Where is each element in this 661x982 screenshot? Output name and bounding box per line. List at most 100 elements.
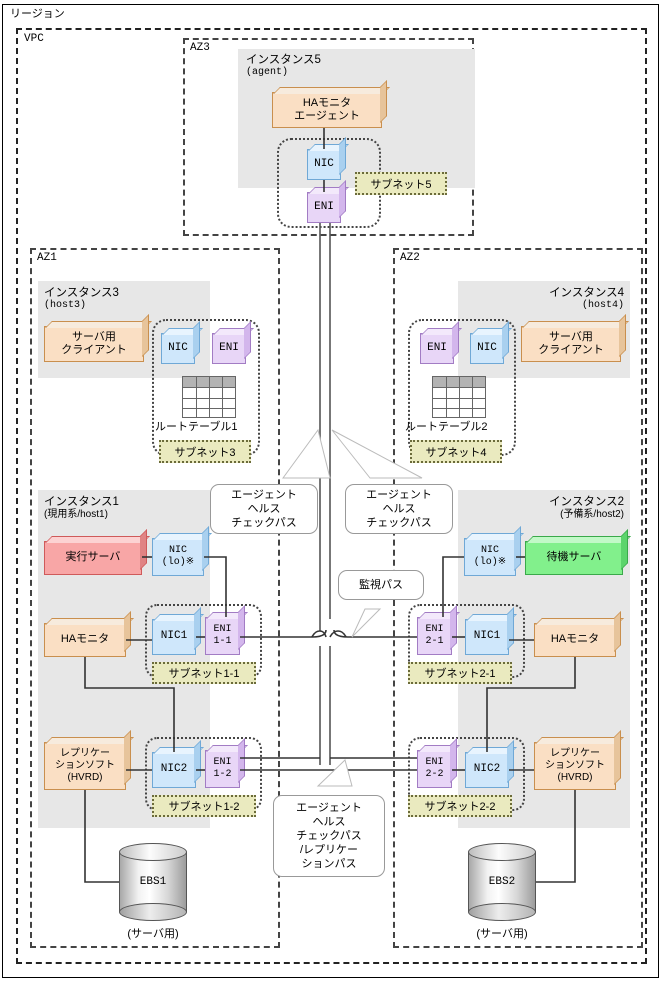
eni-1-1-label: ENI 1-1 [213, 624, 232, 647]
region-boundary [2, 4, 659, 978]
az3-eni-box: ENI [307, 180, 349, 223]
ha-monitor-agent-label: HAモニタ エージェント [294, 96, 360, 122]
instance5-name: インスタンス5 [246, 54, 321, 66]
az3-nic-box: NIC [307, 137, 349, 180]
subnet1-2-label: サブネット1-2 [168, 801, 240, 813]
instance3-nic-label: NIC [168, 341, 188, 354]
instance1-host: (現用系/host1) [44, 509, 108, 521]
subnet2-2-label: サブネット2-2 [424, 801, 496, 813]
instance1-nic2-box: NIC2 [152, 740, 204, 788]
instance2-ha-monitor-box: HAモニタ [534, 611, 624, 657]
instance1-replication-label: レプリケー ションソフト (HVRD) [55, 748, 115, 783]
subnet2-1-tag: サブネット2-1 [408, 662, 512, 684]
instance2-nic-lo-label: NIC (lo)※ [473, 545, 507, 568]
callout-agent-health-right: エージェント ヘルス チェックパス [345, 484, 453, 534]
instance1-nic-lo-label: NIC (lo)※ [161, 545, 195, 568]
instance5-host: (agent) [246, 67, 289, 79]
ha-monitor-agent-box: HAモニタ エージェント [272, 80, 390, 128]
ebs2-label: EBS2 [488, 876, 516, 888]
instance2-replication-box: レプリケー ションソフト (HVRD) [534, 730, 624, 790]
route-table2-label: ルートテーブル2 [405, 421, 488, 433]
subnet1-1-label: サブネット1-1 [168, 668, 240, 680]
standby-server-box: 待機サーバ [525, 529, 631, 575]
instance2-nic1-box: NIC1 [465, 607, 517, 655]
instance3-name: インスタンス3 [44, 287, 119, 299]
instance4-nic-label: NIC [477, 341, 497, 354]
instance1-ha-monitor-box: HAモニタ [44, 611, 134, 657]
subnet5-label: サブネット5 [370, 178, 432, 191]
eni-2-2-label: ENI 2-2 [425, 757, 444, 780]
az3-eni-label: ENI [314, 200, 334, 213]
instance1-ha-monitor-label: HAモニタ [60, 633, 110, 646]
subnet3-tag: サブネット3 [159, 440, 251, 463]
instance2-nic2-box: NIC2 [465, 740, 517, 788]
exec-server-label: 実行サーバ [65, 551, 121, 564]
callout-agent-health-right-label: エージェント ヘルス チェックパス [366, 488, 432, 530]
callout-monitor-path-label: 監視パス [359, 578, 403, 591]
callout-monitor-path: 監視パス [338, 570, 424, 600]
ebs1-caption: (サーバ用) [127, 928, 179, 940]
az1-boundary [30, 248, 280, 948]
instance4-nic-box: NIC [470, 321, 512, 364]
instance1-nic-lo-box: NIC (lo)※ [152, 526, 212, 576]
instance1-nic1-box: NIC1 [152, 607, 204, 655]
instance4-host: (host4) [581, 300, 624, 312]
eni-1-1-box: ENI 1-1 [205, 605, 248, 655]
subnet1-2-tag: サブネット1-2 [152, 795, 256, 817]
instance3-title: インスタンス3 (host3) [44, 286, 119, 313]
instance4-name: インスタンス4 [549, 287, 624, 299]
eni-2-1-label: ENI 2-1 [425, 624, 444, 647]
az3-label: AZ3 [190, 42, 210, 54]
instance3-client-box: サーバ用 クライアント [44, 314, 152, 362]
instance5-title: インスタンス5 (agent) [246, 53, 321, 80]
route-table1-label: ルートテーブル1 [155, 421, 238, 433]
ebs2-caption: (サーバ用) [476, 928, 528, 940]
instance2-ha-monitor-label: HAモニタ [550, 633, 600, 646]
subnet5-tag: サブネット5 [355, 172, 447, 195]
instance4-client-box: サーバ用 クライアント [521, 314, 629, 362]
instance2-nic1-label: NIC1 [473, 630, 501, 643]
instance4-eni-label: ENI [427, 341, 447, 354]
instance4-eni-box: ENI [420, 321, 462, 364]
instance1-title: インスタンス1 (現用系/host1) [44, 495, 119, 522]
ebs2-cylinder: EBS2 [468, 843, 536, 921]
instance4-client-label: サーバ用 クライアント [538, 330, 604, 356]
instance2-name: インスタンス2 [549, 496, 624, 508]
instance1-nic1-label: NIC1 [160, 630, 188, 643]
callout-agent-health-left-label: エージェント ヘルス チェックパス [231, 488, 297, 530]
vpc-label: VPC [24, 33, 44, 45]
callout-agent-health-replication: エージェント ヘルス チェックパス /レプリケー ションパス [273, 795, 385, 877]
subnet1-1-tag: サブネット1-1 [152, 662, 256, 684]
az1-label: AZ1 [37, 252, 57, 264]
route-table2 [432, 376, 486, 418]
instance2-replication-label: レプリケー ションソフト (HVRD) [545, 748, 605, 783]
subnet2-2-tag: サブネット2-2 [408, 795, 512, 817]
az2-label: AZ2 [400, 252, 420, 264]
instance3-eni-box: ENI [212, 321, 254, 364]
ebs1-cylinder: EBS1 [119, 843, 187, 921]
instance1-replication-box: レプリケー ションソフト (HVRD) [44, 730, 134, 790]
instance2-nic-lo-box: NIC (lo)※ [464, 526, 524, 576]
exec-server-box: 実行サーバ [44, 529, 150, 575]
callout-agent-health-replication-label: エージェント ヘルス チェックパス /レプリケー ションパス [296, 801, 362, 871]
eni-1-2-label: ENI 1-2 [213, 757, 232, 780]
eni-1-2-box: ENI 1-2 [205, 738, 248, 788]
az3-nic-label: NIC [314, 157, 334, 170]
subnet2-1-label: サブネット2-1 [424, 668, 496, 680]
instance4-title: インスタンス4 (host4) [458, 286, 624, 313]
callout-agent-health-left: エージェント ヘルス チェックパス [210, 484, 318, 534]
eni-2-2-box: ENI 2-2 [417, 738, 460, 788]
instance2-nic2-label: NIC2 [473, 763, 501, 776]
subnet3-label: サブネット3 [174, 446, 236, 459]
instance1-name: インスタンス1 [44, 496, 119, 508]
subnet4-label: サブネット4 [425, 446, 487, 459]
standby-server-label: 待機サーバ [546, 551, 602, 564]
instance1-nic2-label: NIC2 [160, 763, 188, 776]
ebs1-label: EBS1 [139, 876, 167, 888]
vpc-boundary [16, 28, 647, 964]
region-label: リージョン [10, 8, 65, 20]
instance2-title: インスタンス2 (予備系/host2) [458, 495, 624, 522]
instance3-nic-box: NIC [161, 321, 203, 364]
